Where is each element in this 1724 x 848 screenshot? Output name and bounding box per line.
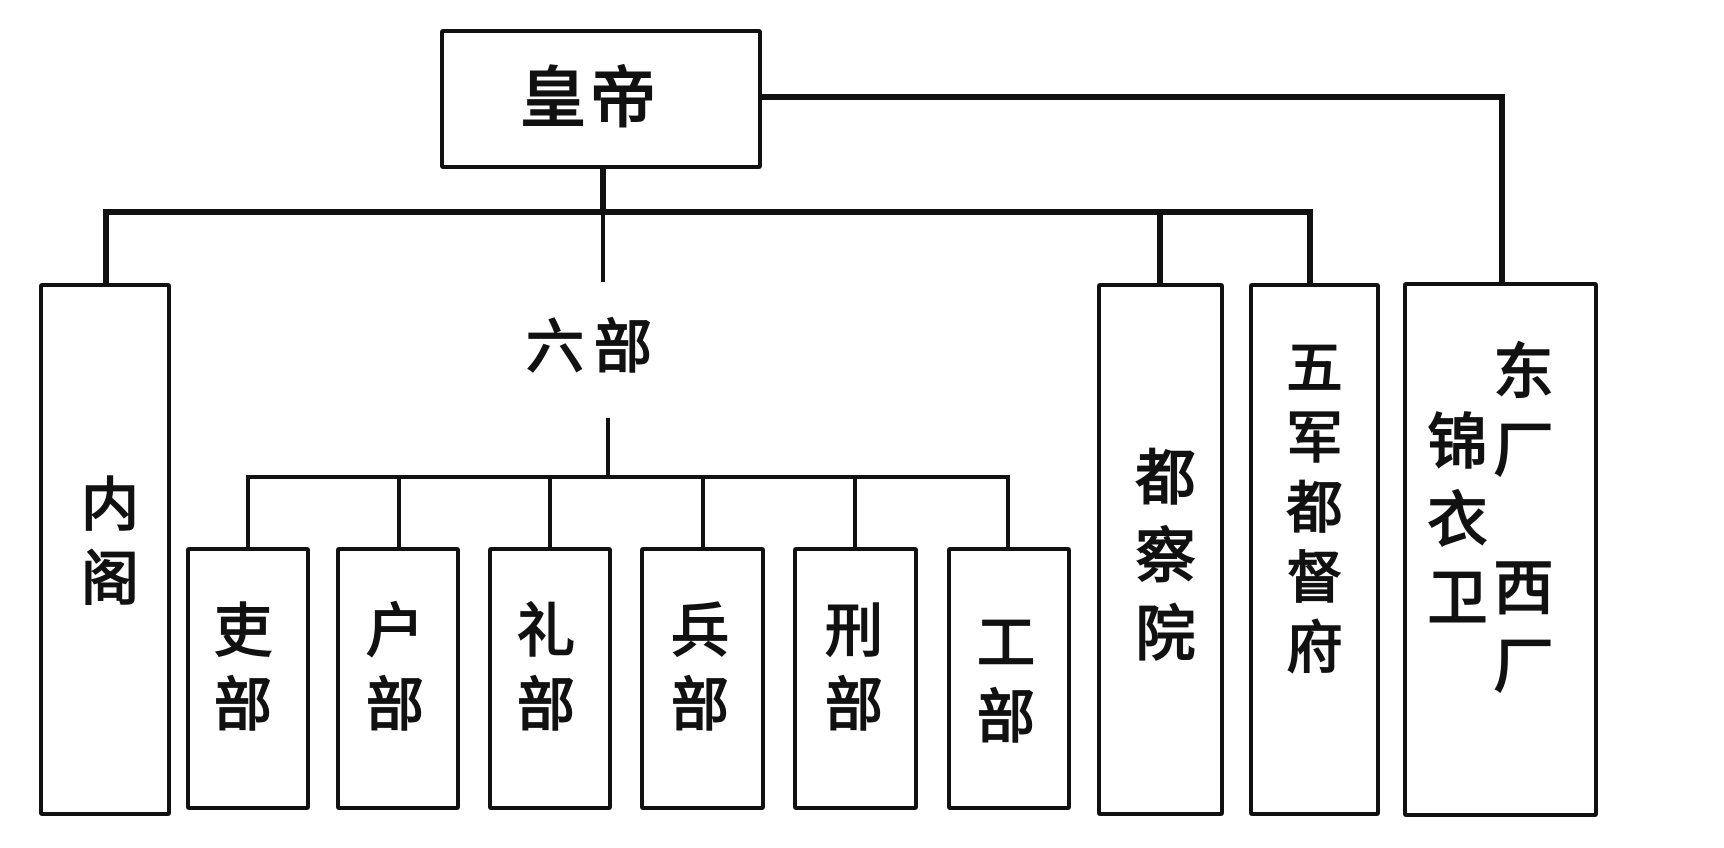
ministry-box-3 [488, 547, 612, 810]
ministry-box-4 [640, 547, 765, 810]
ministry-label-1: 吏部 [204, 600, 272, 748]
ministry-label-3: 礼部 [507, 600, 575, 748]
root-label: 皇帝 [520, 60, 660, 137]
ministry-label-2: 户部 [356, 600, 424, 748]
liubu-title: 六部 [526, 313, 663, 381]
ministry-box-1 [186, 547, 310, 810]
duchayuan-box [1097, 283, 1224, 816]
ministry-label-6: 工部 [967, 612, 1035, 760]
jinyiwei-box [1403, 282, 1598, 817]
duchayuan-label: 都察院 [1125, 446, 1195, 680]
wujun-label: 五军都督府 [1277, 338, 1342, 688]
ministry-box-6 [947, 547, 1071, 810]
ministry-label-4: 兵部 [661, 600, 729, 748]
jinyiwei-label: 锦衣卫 [1417, 410, 1487, 644]
dongchang-label: 东厂 [1483, 340, 1553, 496]
ministry-box-2 [336, 547, 460, 810]
wujun-box [1249, 283, 1380, 816]
neige-box [39, 283, 171, 816]
neige-label: 内阁 [71, 474, 139, 622]
ministry-label-5: 刑部 [815, 600, 883, 748]
root-box [440, 29, 762, 169]
xichang-label: 西厂 [1483, 556, 1553, 712]
ministry-box-5 [793, 547, 918, 810]
connector-root-to-jinyiwei [757, 94, 1505, 285]
